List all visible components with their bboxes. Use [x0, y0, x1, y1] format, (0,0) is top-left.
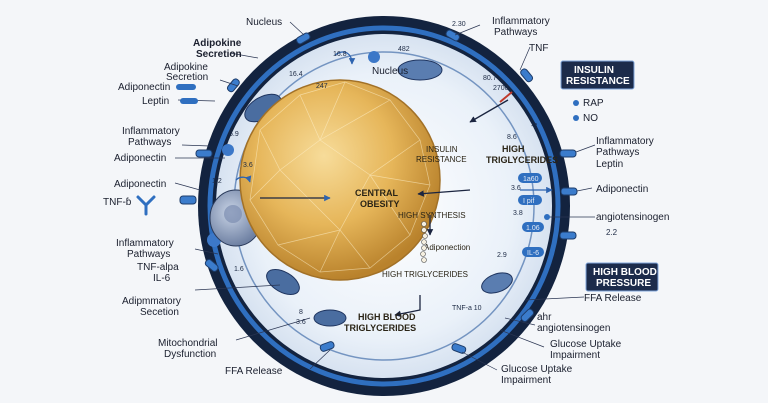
center-insulin-resistance-2: RESISTANCE: [416, 155, 467, 164]
central-obesity-line1: CENTRAL: [355, 188, 398, 198]
label-inflammatory-pathways-r-2: Pathways: [596, 147, 639, 158]
num-38: 3.8: [513, 210, 523, 217]
label-tnf: TNF: [529, 43, 548, 54]
insulin-resistance-box: [560, 60, 635, 90]
num-230: 2.30: [452, 21, 466, 28]
insulin-resistance-box-line1: INSULIN: [574, 65, 614, 76]
inner-nucleus-label: Nucleus: [372, 66, 408, 77]
num-69: 6.9: [229, 131, 239, 138]
center-high-triglycerides: HIGH TRIGLYCERIDES: [382, 270, 468, 279]
label-rap: RAP: [583, 98, 604, 109]
label-leptin: Leptin: [142, 96, 169, 107]
sphere-facets: [249, 81, 431, 273]
signal-pills: [518, 173, 544, 257]
high-blood-pressure-box: [585, 262, 659, 292]
high-blood-pressure-box-line1: HIGH BLOOD: [593, 267, 657, 278]
num-16: 1.6: [234, 266, 244, 273]
label-inflammatory-pathways-top: Inflammatory: [492, 16, 550, 27]
leptin-icon: [180, 98, 198, 104]
label-ffa-release-right: FFA Release: [584, 293, 642, 304]
adiponectin-icon: [176, 84, 196, 90]
label-adipmmatory: Adipmmatory: [122, 296, 181, 307]
center-tnf-a10: TNF-a 10: [452, 305, 482, 312]
label-glucose-uptake-2b: Impairment: [501, 375, 551, 386]
label-tnf-alpa: TNF-alpa: [137, 262, 179, 273]
center-insulin-resistance: INSULIN: [426, 145, 458, 154]
num-2700: 2700: [493, 85, 509, 92]
label-mitochondrial: Mitochondrial: [158, 338, 217, 349]
num-482: 482: [398, 46, 410, 53]
num-12: 1.2: [212, 178, 222, 185]
label-ahr-2: angiotensinogen: [537, 323, 610, 334]
label-angiotensinogen: angiotensinogen: [596, 212, 669, 223]
center-high-triglycerides-r-2: TRIGLYCERIDES: [486, 155, 558, 165]
angiotensinogen-icon: [544, 214, 550, 220]
central-obesity-line2: OBESITY: [360, 199, 400, 209]
arrows: [235, 51, 553, 318]
num-86: 8.6: [507, 134, 517, 141]
membrane-receptors: [179, 29, 578, 354]
label-inflammatory-pathways-1b: Pathways: [128, 137, 171, 148]
label-ffa-release-left: FFA Release: [225, 366, 283, 377]
num-36b: 3.6: [511, 185, 521, 192]
label-il6: IL-6: [153, 273, 171, 284]
rap-icon: [573, 100, 579, 106]
label-leptin-right: Leptin: [596, 159, 623, 170]
label-inflammatory-pathways-r: Inflammatory: [596, 136, 654, 147]
pill-label-4: IL-6: [527, 250, 539, 257]
label-inflammatory-pathways-1: Inflammatory: [122, 126, 180, 137]
label-adipokine-secretion-bold: Adipokine: [193, 38, 242, 49]
pill-label-2: I pif: [523, 198, 534, 205]
label-inflammatory-pathways-2b: Pathways: [127, 249, 170, 260]
label-adiponectin-1: Adiponectin: [118, 82, 170, 93]
label-adipmmatory-2: Secetion: [140, 307, 179, 318]
num-3: -3: [531, 123, 537, 130]
center-adiponection: Adiponection: [424, 243, 470, 252]
label-value-22: 2.2: [606, 228, 618, 237]
label-glucose-uptake-1: Glucose Uptake: [550, 339, 622, 350]
num-29: 2.9: [497, 252, 507, 259]
label-adipokine-secretion-bold-2: Secretion: [196, 49, 242, 60]
label-nucleus: Nucleus: [246, 17, 282, 28]
num-8: 8: [299, 309, 303, 316]
label-adipokine-secretion-2: Secretion: [166, 72, 208, 83]
central-obesity-sphere: [239, 79, 441, 281]
label-adipokine-secretion: Adipokine: [164, 62, 208, 73]
insulin-resistance-box-line2: RESISTANCE: [566, 76, 630, 87]
center-high-blood-trig-2: TRIGLYCERIDES: [344, 323, 416, 333]
num-36c: 3.6: [296, 319, 306, 326]
label-glucose-uptake-2: Glucose Uptake: [501, 364, 573, 375]
label-inflammatory-pathways-top-2: Pathways: [494, 27, 537, 38]
num-36a: 3.6: [243, 162, 253, 169]
label-adiponectin-2: Adiponectin: [114, 153, 166, 164]
bead-chain: [420, 221, 428, 263]
cell-membrane: [207, 25, 561, 387]
label-adiponectin-3: Adiponectin: [114, 179, 166, 190]
label-no: NO: [583, 113, 598, 124]
center-high-synthesis: HIGH SYNTHESIS: [398, 211, 466, 220]
num-164: 16.4: [289, 71, 303, 78]
num-168: 16.8: [333, 51, 347, 58]
label-tnf-b: TNF-ɓ: [103, 197, 132, 208]
pill-label-1: 1a60: [523, 176, 539, 183]
insulin-block-marker: [499, 91, 513, 103]
label-ahr: ahr: [537, 312, 552, 323]
label-mitochondrial-2: Dysfunction: [164, 349, 216, 360]
pill-label-3: 1.06: [526, 225, 540, 232]
center-high-blood-trig: HIGH BLOOD: [358, 312, 416, 322]
center-high-triglycerides-r: HIGH: [502, 144, 525, 154]
num-807: 80.7: [483, 75, 497, 82]
num-247: 247: [316, 83, 328, 90]
high-blood-pressure-box-line2: PRESSURE: [596, 278, 651, 289]
no-icon: [573, 115, 579, 121]
label-inflammatory-pathways-2: Inflammatory: [116, 238, 174, 249]
label-glucose-uptake-1b: Impairment: [550, 350, 600, 361]
tnf-receptor-icon: [136, 195, 156, 216]
label-adiponectin-right: Adiponectin: [596, 184, 648, 195]
